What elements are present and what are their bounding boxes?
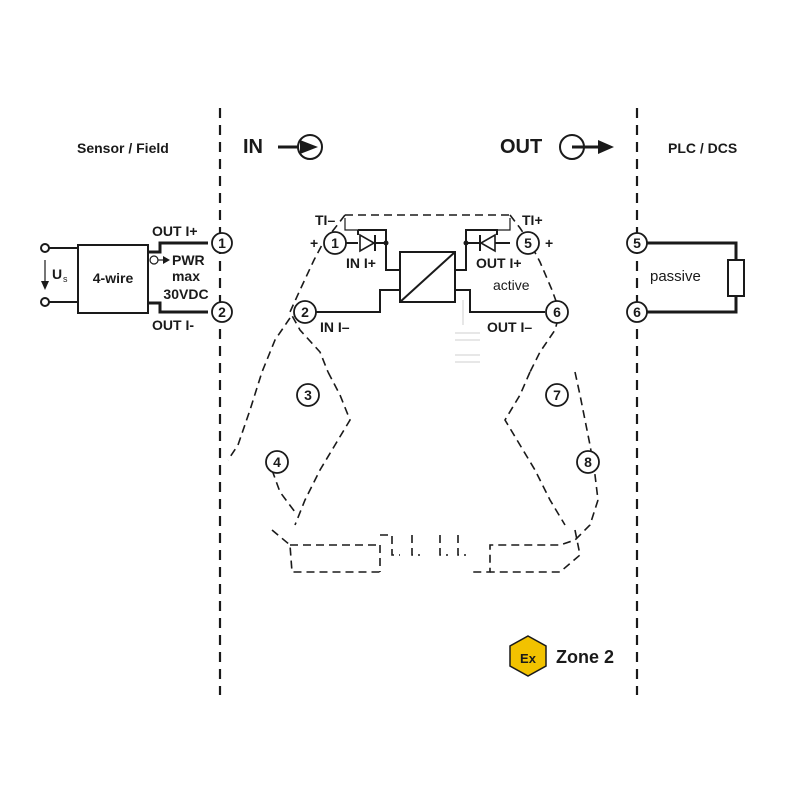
svg-text:Ex: Ex xyxy=(520,651,537,666)
module-terminal-8: 8 xyxy=(576,450,600,474)
four-wire-label: 4-wire xyxy=(93,270,134,286)
out-minus-label: OUT I– xyxy=(487,319,532,335)
field-out-minus-label: OUT I- xyxy=(152,317,194,333)
svg-text:5: 5 xyxy=(633,235,641,251)
zone-label: Zone 2 xyxy=(556,647,614,667)
svg-text:3: 3 xyxy=(304,387,312,403)
pwr-voltage-label: 30VDC xyxy=(163,286,208,302)
passive-label: passive xyxy=(650,268,701,285)
module-terminal-2: 2 xyxy=(293,300,317,324)
output-diode-icon xyxy=(479,233,496,253)
module-terminal-7: 7 xyxy=(545,383,569,407)
svg-text:1: 1 xyxy=(331,235,339,251)
svg-text:6: 6 xyxy=(633,304,641,320)
in-plus-sign: + xyxy=(310,235,318,251)
supply-symbol xyxy=(40,243,78,307)
four-wire-device xyxy=(77,244,149,314)
svg-text:8: 8 xyxy=(584,454,592,470)
ti-plus-label: TI+ xyxy=(522,212,543,228)
plc-terminal-5: 5 xyxy=(626,232,648,254)
isolation-block xyxy=(399,251,456,303)
input-diode-icon xyxy=(359,233,376,253)
active-label: active xyxy=(493,277,530,293)
supply-label: U xyxy=(52,266,62,282)
module-terminal-5: 5 xyxy=(516,231,540,255)
svg-text:1: 1 xyxy=(218,235,226,251)
input-arrow-icon xyxy=(278,134,323,160)
svg-text:6: 6 xyxy=(553,304,561,320)
svg-text:5: 5 xyxy=(524,235,532,251)
power-indicator-icon xyxy=(149,255,170,265)
svg-text:2: 2 xyxy=(218,304,226,320)
header-out: OUT xyxy=(500,136,542,158)
field-terminal-1: 1 xyxy=(211,232,233,254)
module-terminal-1: 1 xyxy=(323,231,347,255)
load-resistor-icon xyxy=(727,259,745,297)
header-in: IN xyxy=(243,136,263,158)
faint-marks xyxy=(455,300,480,363)
ti-minus-label: TI– xyxy=(315,212,335,228)
module-housing xyxy=(227,214,599,573)
module-terminal-4: 4 xyxy=(265,450,289,474)
pwr-label: PWR xyxy=(172,252,205,268)
module-terminal-6: 6 xyxy=(545,300,569,324)
supply-subscript: s xyxy=(63,274,68,284)
out-plus-label: OUT I+ xyxy=(476,255,522,271)
header-sensor-field: Sensor / Field xyxy=(77,140,169,156)
svg-text:2: 2 xyxy=(301,304,309,320)
out-plus-sign: + xyxy=(545,235,553,251)
svg-text:7: 7 xyxy=(553,387,561,403)
field-out-plus-label: OUT I+ xyxy=(152,223,198,239)
supply-arrow-icon xyxy=(41,281,49,290)
field-terminal-2: 2 xyxy=(211,301,233,323)
output-arrow-icon xyxy=(559,134,614,160)
svg-text:4: 4 xyxy=(273,454,281,470)
module-terminal-3: 3 xyxy=(296,383,320,407)
plc-terminal-6: 6 xyxy=(626,301,648,323)
pwr-max-label: max xyxy=(172,268,200,284)
ex-zone-icon: Ex xyxy=(509,635,547,677)
in-plus-label: IN I+ xyxy=(346,255,376,271)
header-plc-dcs: PLC / DCS xyxy=(668,140,737,156)
in-minus-label: IN I– xyxy=(320,319,350,335)
